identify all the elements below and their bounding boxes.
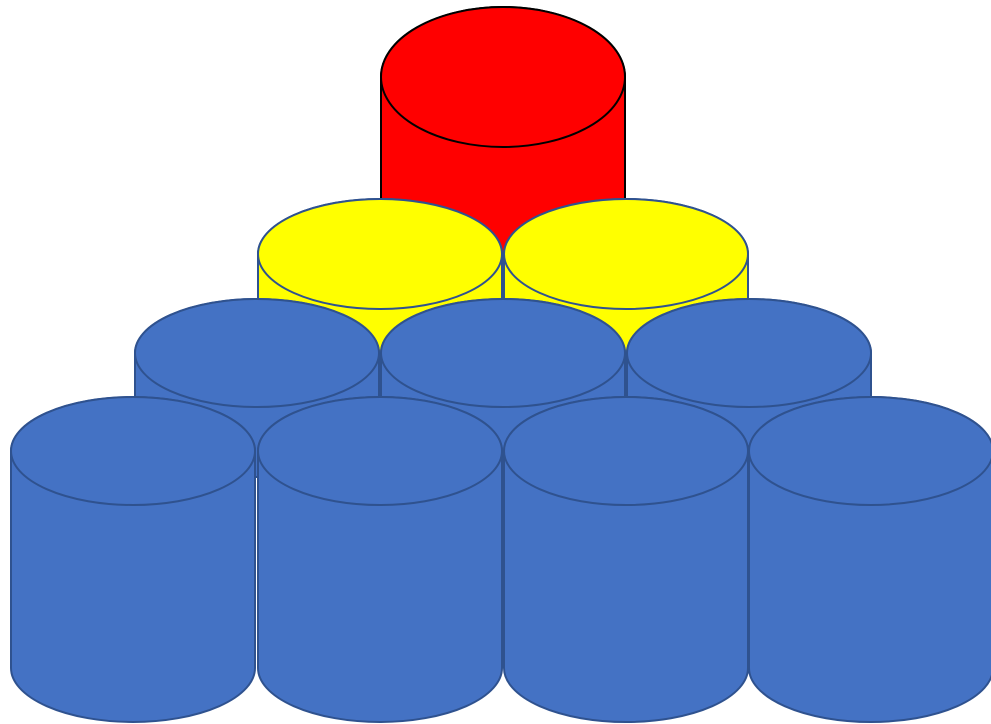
cylinder-bottom-2 (258, 397, 502, 722)
cylinder-third-3-top (627, 299, 871, 407)
cylinder-bottom-1-top (11, 397, 255, 505)
cylinder-second-1-top (258, 199, 502, 309)
cylinder-second-2-top (504, 199, 748, 309)
cylinder-bottom-4 (749, 397, 991, 722)
cylinder-bottom-3-top (504, 397, 748, 505)
cylinder-third-1-top (135, 299, 379, 407)
cylinder-bottom-2-top (258, 397, 502, 505)
cylinder-bottom-3 (504, 397, 748, 722)
cylinder-third-2-top (381, 299, 625, 407)
cylinder-bottom-4-top (749, 397, 991, 505)
cylinder-top-1-top (381, 7, 625, 147)
cylinder-bottom-1 (11, 397, 255, 722)
